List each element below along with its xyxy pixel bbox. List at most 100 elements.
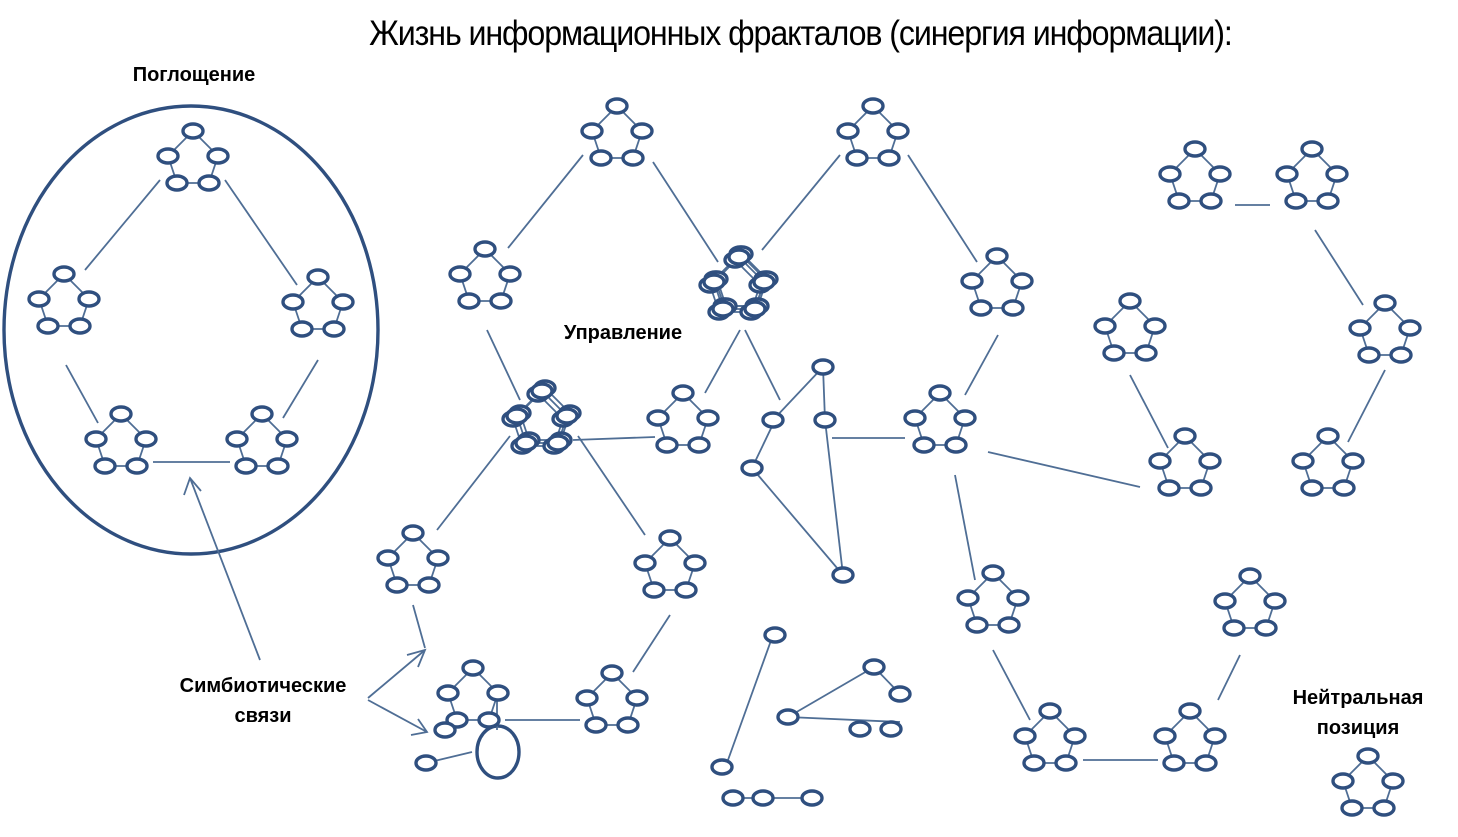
node xyxy=(1316,427,1340,445)
connection-line xyxy=(751,467,844,576)
connection-line xyxy=(907,154,978,263)
node xyxy=(845,149,869,167)
symbiotic-large-node xyxy=(475,724,521,780)
node xyxy=(52,265,76,283)
node xyxy=(250,405,274,423)
connection-line xyxy=(84,179,161,271)
node xyxy=(646,409,670,427)
node xyxy=(903,409,927,427)
node xyxy=(417,576,441,594)
node xyxy=(985,247,1009,265)
node xyxy=(1199,192,1223,210)
node xyxy=(625,689,649,707)
node xyxy=(1148,452,1172,470)
node xyxy=(888,685,912,703)
label-neutral-position: Нейтральная позиция xyxy=(1283,683,1433,743)
node xyxy=(275,430,299,448)
node xyxy=(331,293,355,311)
node xyxy=(486,684,510,702)
node xyxy=(1300,140,1324,158)
node xyxy=(944,436,968,454)
node xyxy=(461,659,485,677)
node xyxy=(836,122,860,140)
node xyxy=(1340,799,1364,817)
node xyxy=(616,716,640,734)
node xyxy=(655,436,679,454)
node xyxy=(1063,727,1087,745)
node xyxy=(751,789,775,807)
node xyxy=(1010,272,1034,290)
connection-line xyxy=(1314,229,1364,306)
node xyxy=(1373,294,1397,312)
node xyxy=(1178,702,1202,720)
node xyxy=(181,122,205,140)
node xyxy=(642,581,666,599)
node xyxy=(589,149,613,167)
connection-line xyxy=(1129,374,1169,449)
node xyxy=(1208,165,1232,183)
node xyxy=(457,292,481,310)
node xyxy=(1222,619,1246,637)
node xyxy=(1284,192,1308,210)
connection-line xyxy=(992,649,1031,721)
connection-line xyxy=(65,364,99,424)
node xyxy=(776,708,800,726)
connection-line xyxy=(412,604,426,649)
node xyxy=(1158,165,1182,183)
connection-line xyxy=(572,436,656,441)
node xyxy=(414,754,438,772)
node xyxy=(997,616,1021,634)
node xyxy=(206,147,230,165)
node xyxy=(1372,799,1396,817)
node xyxy=(1006,589,1030,607)
node xyxy=(426,549,450,567)
node xyxy=(1398,319,1422,337)
connection-line xyxy=(486,329,521,401)
node xyxy=(1001,299,1025,317)
node xyxy=(401,524,425,542)
node xyxy=(658,529,682,547)
node xyxy=(1194,754,1218,772)
node xyxy=(981,564,1005,582)
label-symbiotic-line-1: Симбиотические xyxy=(179,675,347,697)
node xyxy=(1093,317,1117,335)
connection-line xyxy=(436,435,511,531)
diagram-title: Жизнь информационных фракталов (синергия… xyxy=(369,14,1233,53)
connection-line xyxy=(282,359,319,419)
node xyxy=(630,122,654,140)
node xyxy=(1134,344,1158,362)
node xyxy=(473,240,497,258)
connection-line xyxy=(787,666,875,718)
node xyxy=(505,407,529,425)
node xyxy=(953,409,977,427)
node xyxy=(813,411,837,429)
connection-line xyxy=(507,154,584,249)
node xyxy=(763,626,787,644)
node xyxy=(575,689,599,707)
node xyxy=(1389,346,1413,364)
node xyxy=(1331,772,1355,790)
node xyxy=(743,300,767,318)
connection-line xyxy=(744,329,781,401)
node xyxy=(928,384,952,402)
connection-line xyxy=(632,614,671,673)
label-symbiotic-line-2: связи xyxy=(234,705,292,727)
connection-line xyxy=(189,477,261,661)
node xyxy=(711,300,735,318)
node xyxy=(671,384,695,402)
node xyxy=(84,430,108,448)
node xyxy=(1183,140,1207,158)
node xyxy=(702,273,726,291)
node xyxy=(1173,427,1197,445)
node xyxy=(514,434,538,452)
node xyxy=(877,149,901,167)
node xyxy=(848,720,872,738)
connection-line xyxy=(964,334,999,396)
node xyxy=(1291,452,1315,470)
connection-line xyxy=(1347,369,1386,443)
node xyxy=(1341,452,1365,470)
node xyxy=(727,248,751,266)
node xyxy=(306,268,330,286)
